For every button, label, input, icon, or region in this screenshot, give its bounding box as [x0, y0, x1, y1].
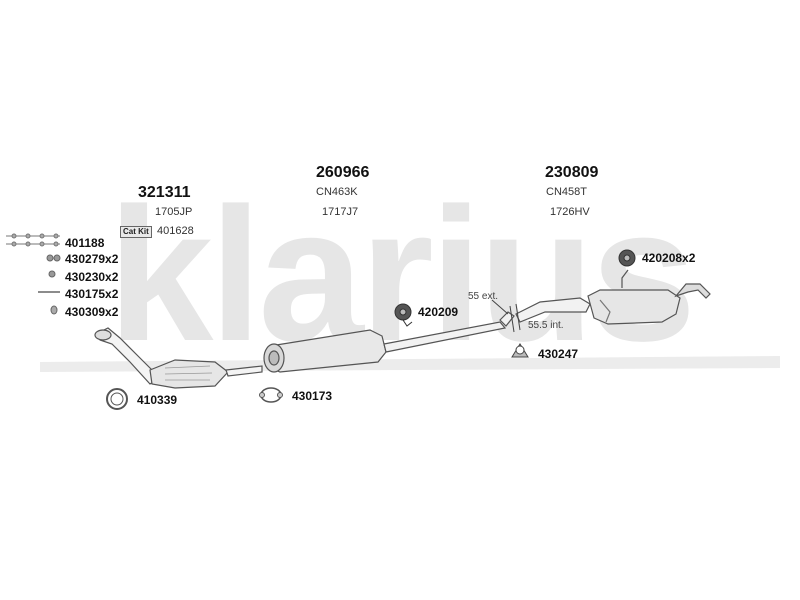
part-number-middle: 260966	[316, 164, 370, 181]
spring-icon	[50, 305, 58, 315]
ring-gasket-icon	[106, 388, 128, 410]
fitting-item-1: 401188	[65, 236, 105, 250]
fitting-item-3: 430230x2	[65, 270, 119, 284]
cat-kit-number: 401628	[157, 225, 194, 237]
ref2-rear: 1726HV	[550, 206, 590, 218]
label-hanger-middle: 420209	[418, 305, 459, 319]
watermark-swoosh	[40, 356, 780, 372]
label-clamp-middle: 430173	[292, 389, 333, 403]
ref-front: 1705JP	[155, 206, 193, 218]
fitting-item-4: 430175x2	[65, 287, 119, 301]
label-clamp-rear: 430247	[538, 347, 579, 361]
label-hanger-rear: 420208x2	[642, 251, 696, 265]
clamp-icon	[259, 387, 283, 403]
rear-silencer	[515, 269, 711, 325]
part-number-rear: 230809	[545, 164, 599, 181]
label-ring-gasket: 410339	[137, 393, 178, 407]
fitting-icons	[6, 233, 61, 315]
rubber-hanger-rear-icon	[618, 249, 636, 267]
nut-icon	[46, 254, 61, 262]
u-clamp-icon	[511, 343, 529, 358]
washer-icon	[48, 270, 56, 278]
dimension-int: 55.5 int.	[528, 320, 564, 331]
bolt-set-icon	[6, 233, 60, 247]
fitting-item-5: 430309x2	[65, 305, 119, 319]
fitting-item-2: 430279x2	[65, 252, 119, 266]
part-number-front: 321311	[138, 184, 191, 201]
rubber-hanger-icon	[394, 303, 413, 327]
dimension-marks	[491, 299, 521, 333]
ref2-middle: 1717J7	[322, 206, 359, 218]
ref1-rear: CN458T	[546, 186, 587, 198]
ref1-middle: CN463K	[316, 186, 358, 198]
dimension-ext: 55 ext.	[468, 291, 499, 302]
cat-kit-badge: Cat Kit	[120, 226, 152, 238]
middle-silencer	[263, 311, 515, 373]
catalytic-converter-section	[94, 327, 263, 389]
